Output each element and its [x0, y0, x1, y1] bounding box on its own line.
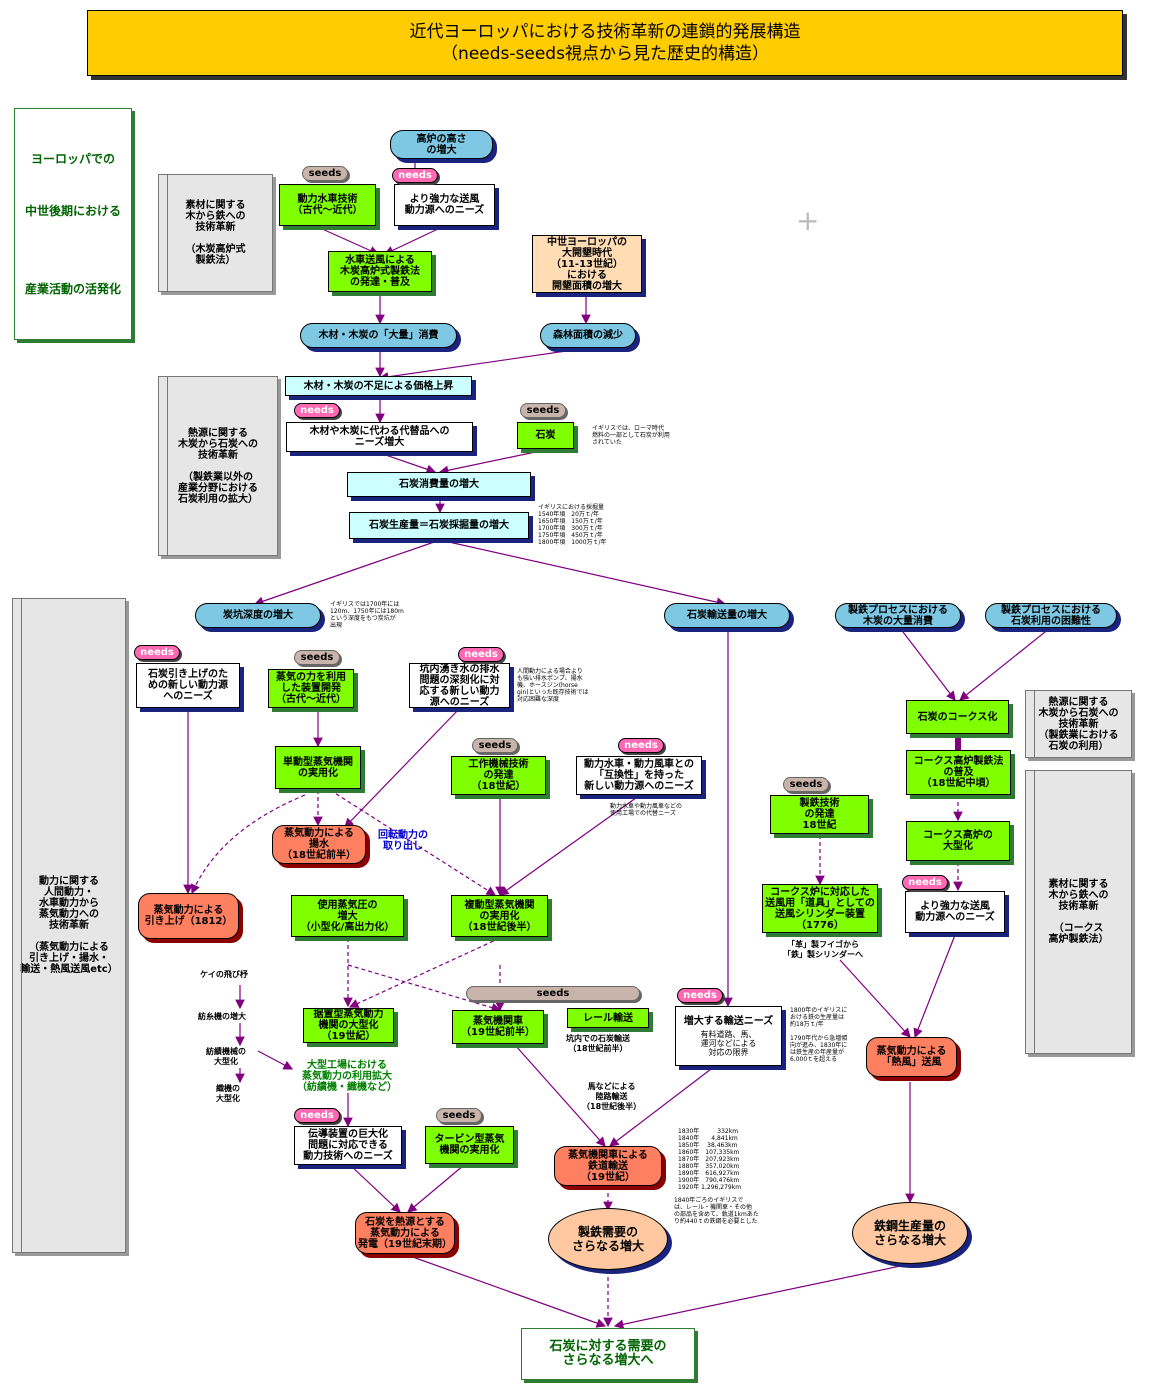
needs-badge: needs: [294, 403, 340, 418]
node-steam-locomotive: 蒸気機関車 （19世紀前半）: [452, 1010, 544, 1044]
node-charcoal-steel: 製鉄プロセスにおける 木炭の大量消費: [835, 603, 961, 628]
node-coal-steel-difficulty: 製鉄プロセスにおける 石炭利用の困難性: [985, 603, 1117, 628]
label-flying-shuttle: ケイの飛び杼: [200, 970, 248, 979]
node-rail-transport: レール輸送: [567, 1008, 649, 1028]
needs-badge: needs: [902, 875, 948, 890]
node-blast-power-needs: より強力な送風 動力源へのニーズ: [394, 184, 495, 226]
node-coal-transport: 石炭輸送量の増大: [664, 603, 790, 628]
node-mine-depth: 炭坑深度の増大: [195, 603, 321, 628]
note-rail-length: 1830年 332km 1840年 4,841km 1850年 38,463km…: [678, 1128, 742, 1191]
title-line-1: 近代ヨーロッパにおける技術革新の連鎖的発展構造: [409, 22, 801, 42]
needs-badge: needs: [134, 645, 180, 660]
node-charcoal-furnace: 水車送風による 木炭高炉式製鉄法 の発達・普及: [328, 251, 432, 292]
node-hot-blast: 蒸気動力による 「熱風」送風: [866, 1037, 957, 1077]
transport-needs-detail: 有料道路、馬、 運河などによる 対応の限界: [700, 1029, 757, 1057]
side-label-heat-1: 熱源に関する 木炭から石炭への 技術革新 （製鉄業以外の 産業分野における 石炭…: [158, 376, 278, 556]
node-blast-power-needs-2: より強力な送風 動力源へのニーズ: [905, 891, 1005, 933]
node-coke-furnace-spread: コークス高炉製鉄法 の普及 （18世紀中頃）: [906, 750, 1011, 795]
side-label-material-2: 素材に関する 木から鉄への 技術革新 （コークス 高炉製鉄法）: [1025, 770, 1132, 1054]
node-steam-hoist: 蒸気動力による 引き上げ（1812）: [138, 893, 239, 939]
transport-needs-title: 増大する輸送ニーズ: [683, 1015, 774, 1027]
note-rail-steel: 1840年ごろのイギリスで は、レール・機関車・その他 の部品を含めて、軌道1k…: [674, 1197, 759, 1225]
seeds-badge: seeds: [294, 650, 340, 665]
node-waterwheel-tech: 動力水車技術 （古代～近代）: [279, 184, 376, 226]
needs-badge: needs: [618, 738, 664, 753]
label-underground-transport: 坑内での石炭輸送 （18世紀前半）: [566, 1034, 630, 1053]
node-steel-production: 鉄鋼生産量の さらなる増大: [852, 1202, 968, 1264]
node-steam-pumping: 蒸気動力による 揚水 （18世紀前半）: [272, 825, 366, 864]
plus-icon: +: [796, 204, 820, 237]
node-machine-tools: 工作機械技術 の発達 （18世紀）: [451, 756, 546, 795]
label-land-transport: 馬などによる 陸路輸送 （18世紀後半）: [582, 1082, 642, 1111]
node-transmission-needs: 伝導装置の巨大化 問題に対応できる 動力技術へのニーズ: [294, 1126, 402, 1165]
title-line-2: （needs-seeds視点から見た歴史的構造）: [441, 44, 769, 64]
seeds-badge: seeds: [466, 986, 640, 1001]
node-double-acting-engine: 複動型蒸気機関 の実用化 （18世紀後半）: [451, 895, 548, 937]
label-rotary-power: 回転動力の 取り出し: [378, 830, 428, 852]
seeds-badge: seeds: [783, 777, 829, 792]
left-panel-text: ヨーロッパでの 中世後期における 産業活動の活発化: [14, 108, 132, 340]
label-spinning-machine: 紡績機械の 大型化: [206, 1047, 246, 1066]
seeds-badge: seeds: [520, 403, 566, 418]
seeds-badge: seeds: [302, 166, 348, 181]
seeds-badge: seeds: [436, 1108, 482, 1123]
node-hoist-needs: 石炭引き上げのた めの新しい動力源 へのニーズ: [136, 663, 240, 708]
note-iron-output: 1800年のイギリスに おける鉄の生産量は 約18万ｔ/年 1790年代から急増…: [790, 1007, 848, 1063]
node-mass-wood-consumption: 木材・木炭の「大量」消費: [300, 323, 457, 348]
needs-badge: needs: [294, 1108, 340, 1123]
node-compatibility-needs: 動力水車・動力風車との 「互換性」を持った 新しい動力源へのニーズ: [576, 756, 702, 795]
diagram-title: 近代ヨーロッパにおける技術革新の連鎖的発展構造 （needs-seeds視点から…: [87, 10, 1123, 76]
note-roman-coal: イギリスでは、ローマ時代 燃料の一部として石炭が利用 されていた: [592, 425, 670, 446]
node-furnace-height: 高炉の高さ の増大: [390, 130, 493, 159]
node-substitute-needs: 木材や木炭に代わる代替品への ニーズ増大: [286, 422, 473, 452]
needs-badge: needs: [392, 168, 438, 183]
node-transport-needs: 増大する輸送ニーズ 有料道路、馬、 運河などによる 対応の限界: [675, 1006, 782, 1066]
node-steam-devices: 蒸気の力を利用 した装置開発 （古代～近代）: [268, 669, 354, 708]
side-label-heat-2: 熱源に関する 木炭から石炭への 技術革新 （製鉄業における 石炭の利用）: [1025, 690, 1132, 758]
node-coke: 石炭のコークス化: [906, 700, 1009, 734]
node-steel-tech: 製鉄技術 の発達 18世紀: [770, 795, 869, 834]
node-power-generation: 石炭を熱源とする 蒸気動力による 発電（19世紀末期）: [355, 1212, 455, 1254]
node-coal: 石炭: [517, 422, 574, 449]
node-coke-furnace-scaleup: コークス高炉の 大型化: [906, 821, 1010, 861]
needs-badge: needs: [458, 647, 504, 662]
node-forest-decrease: 森林面積の減少: [540, 323, 636, 348]
node-drainage-needs: 坑内湧き水の排水 問題の深刻化に対 応する新しい動力 源へのニーズ: [409, 663, 510, 708]
seeds-badge: seeds: [472, 738, 518, 753]
side-label-material-1: 素材に関する 木から鉄への 技術革新 （木炭高炉式 製鉄法）: [158, 174, 273, 292]
node-steam-pressure: 使用蒸気圧の 増大 （小型化/高出力化）: [291, 895, 404, 937]
node-wood-price-rise: 木材・木炭の不足による価格上昇: [285, 376, 472, 396]
node-stationary-engine: 据置型蒸気動力 機関の大型化 （19世紀）: [303, 1008, 394, 1043]
node-steel-demand: 製鉄需要の さらなる増大: [548, 1208, 668, 1270]
label-loom: 織機の 大型化: [216, 1084, 240, 1103]
note-drainage: 人間動力による場合より も強い排水ポンプ、揚水 機、ホースジン(horse gi…: [517, 668, 589, 703]
node-land-clearing: 中世ヨーロッパの 大開墾時代 （11-13世紀） における 開墾面積の増大: [532, 235, 642, 293]
needs-badge: needs: [677, 988, 723, 1003]
node-blowing-cylinder: コークス炉に対応した 送風用「道具」としての 送風シリンダー装置 （1776）: [762, 884, 878, 933]
label-spinning: 紡糸機の増大: [198, 1012, 246, 1021]
note-coal-output: イギリスにおける採掘量 1540年頃 20万ｔ/年 1650年頃 150万ｔ/年…: [538, 504, 607, 546]
node-final-coal-demand: 石炭に対する需要の さらなる増大へ: [521, 1328, 695, 1380]
label-bellows-to-iron: 「革」製フイゴから 「鉄」製シリンダーへ: [783, 940, 863, 959]
label-factory-steam: 大型工場における 蒸気動力の利用拡大 （紡績機・織機など）: [297, 1060, 397, 1093]
note-mine-depth: イギリスでは1700年には 120m、1750年には180m という深度をもつ炭…: [330, 601, 404, 629]
node-coal-production: 石炭生産量＝石炭採掘量の増大: [349, 512, 529, 539]
note-compatibility: 動力水車や動力風車などの 使用工場での代替ニーズ: [610, 803, 683, 817]
node-railway: 蒸気機関車による 鉄道輸送 （19世紀）: [554, 1146, 662, 1186]
side-label-power: 動力に関する 人間動力・ 水車動力から 蒸気動力への 技術革新 （蒸気動力による…: [12, 598, 126, 1253]
node-single-acting-engine: 単動型蒸気機関 の実用化: [275, 746, 361, 789]
node-coal-consumption: 石炭消費量の増大: [347, 472, 531, 497]
node-turbine: タービン型蒸気 機関の実用化: [425, 1126, 514, 1164]
